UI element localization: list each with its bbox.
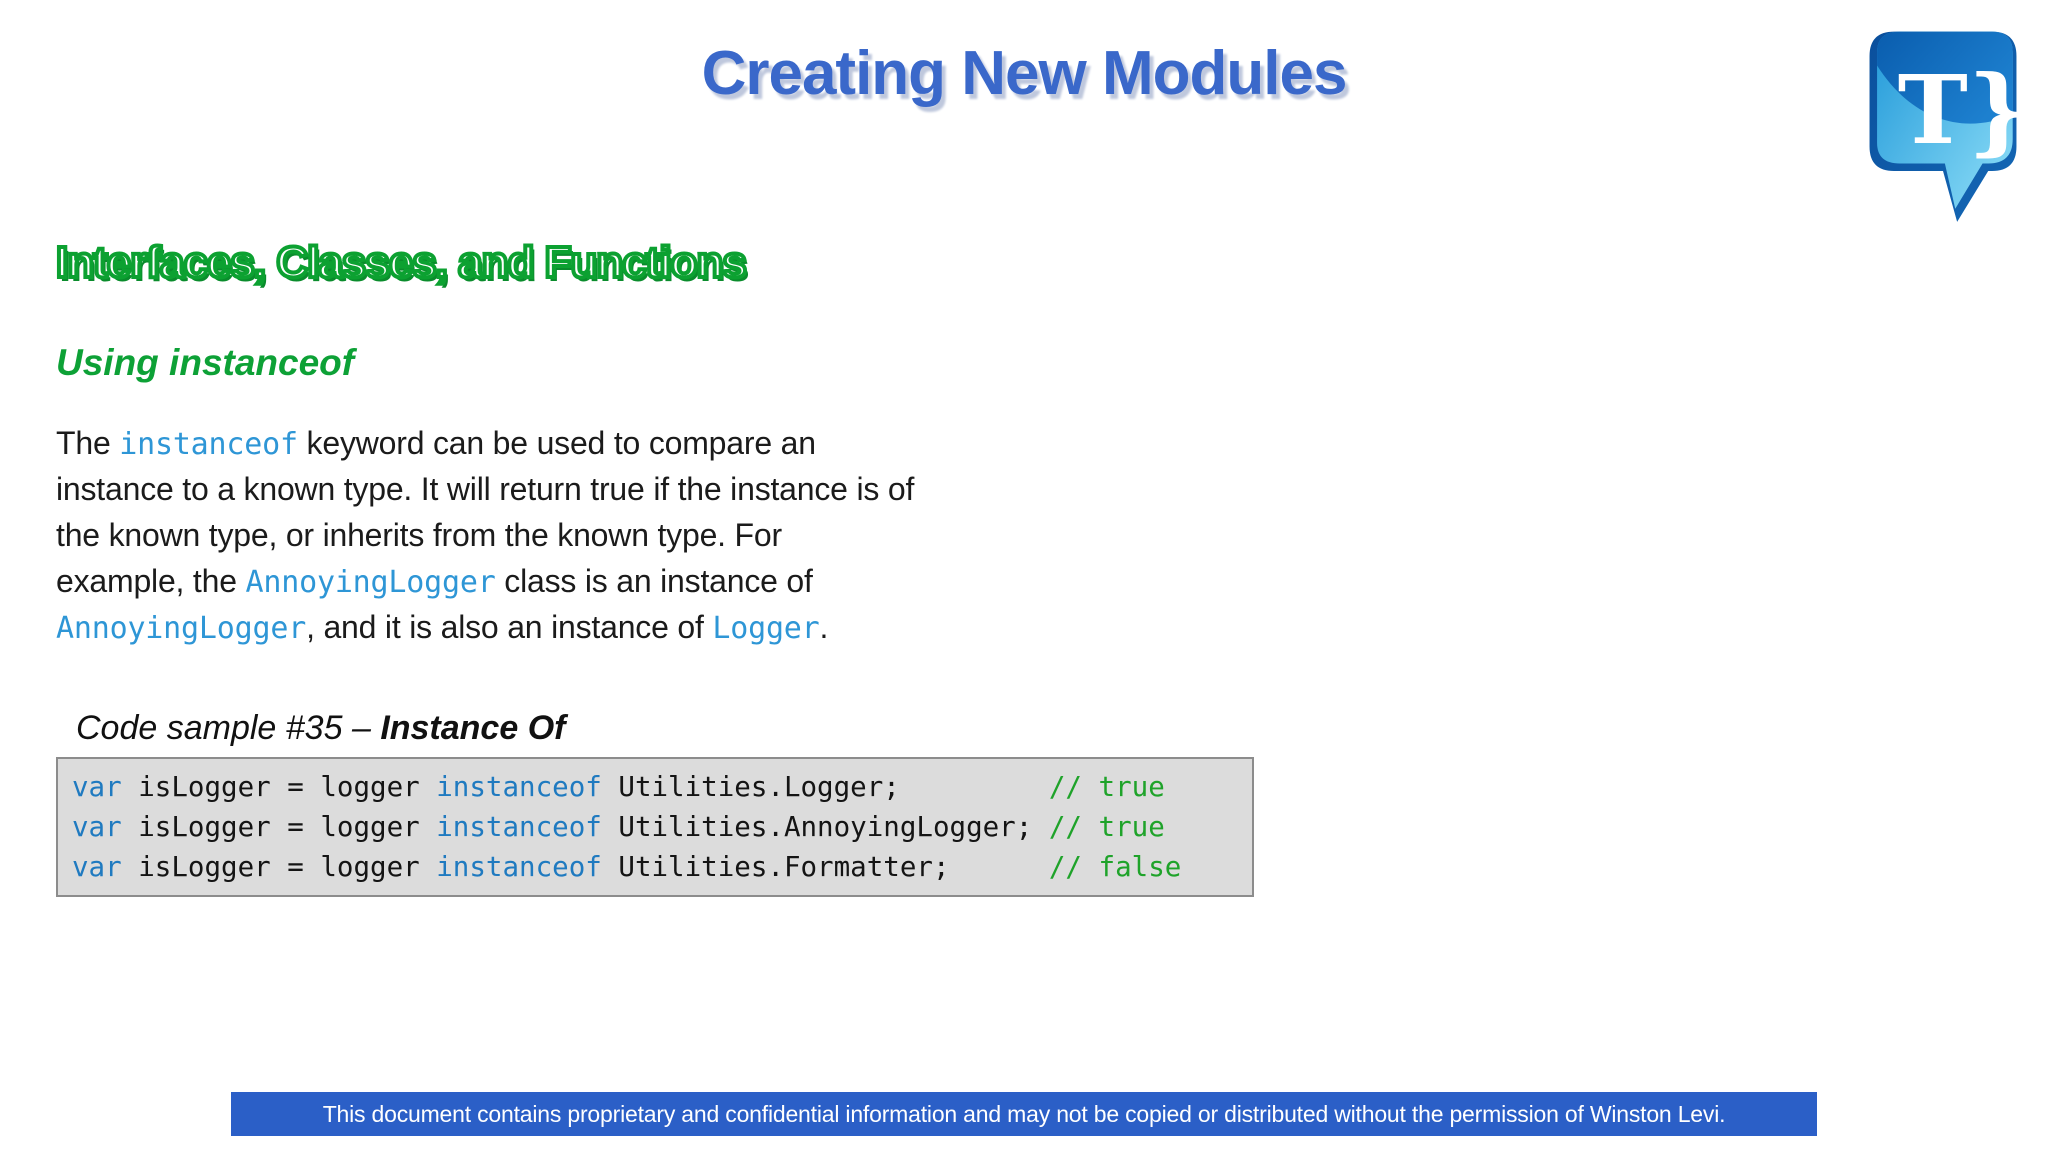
code-sample-caption: Code sample #35 – Instance Of bbox=[76, 706, 565, 750]
text-segment: isLogger = logger bbox=[121, 771, 437, 803]
caption-prefix: Code sample #35 – bbox=[76, 709, 381, 747]
text-segment: , and it is also an instance of bbox=[306, 609, 713, 645]
bubble-top bbox=[1877, 31, 2013, 124]
text-segment: the known type, or inherits from the kno… bbox=[56, 517, 782, 553]
logo-text: T} bbox=[1898, 56, 2024, 166]
keyword-token: var bbox=[72, 811, 122, 843]
paragraph-line: The instanceof keyword can be used to co… bbox=[56, 420, 914, 466]
brand-logo: T} bbox=[1862, 22, 2024, 224]
text-segment: Utilities.Formatter; bbox=[601, 851, 1049, 883]
comment-token: // true bbox=[1048, 771, 1165, 803]
code-line: var isLogger = logger instanceof Utiliti… bbox=[72, 767, 1238, 807]
paragraph-line: the known type, or inherits from the kno… bbox=[56, 512, 914, 558]
text-segment: The bbox=[56, 425, 120, 461]
inline-code: instanceof bbox=[119, 427, 298, 462]
body-paragraph: The instanceof keyword can be used to co… bbox=[56, 420, 914, 650]
code-line: var isLogger = logger instanceof Utiliti… bbox=[72, 847, 1238, 887]
paragraph-line: AnnoyingLogger, and it is also an instan… bbox=[56, 604, 914, 650]
inline-code: AnnoyingLogger bbox=[245, 565, 496, 600]
code-line: var isLogger = logger instanceof Utiliti… bbox=[72, 807, 1238, 847]
caption-title: Instance Of bbox=[380, 709, 566, 747]
keyword-token: instanceof bbox=[436, 811, 602, 843]
confidentiality-banner: This document contains proprietary and c… bbox=[231, 1092, 1817, 1136]
code-block: var isLogger = logger instanceof Utiliti… bbox=[56, 757, 1254, 897]
inline-code: AnnoyingLogger bbox=[56, 611, 307, 646]
sub-heading: Using instanceof bbox=[56, 342, 355, 383]
section-heading: Interfaces, Classes, and Functions bbox=[54, 236, 749, 289]
paragraph-line: instance to a known type. It will return… bbox=[56, 466, 914, 512]
comment-token: // true bbox=[1048, 811, 1165, 843]
keyword-token: instanceof bbox=[436, 851, 602, 883]
text-segment: instance to a known type. It will return… bbox=[56, 471, 915, 507]
inline-code: Logger bbox=[712, 611, 820, 646]
keyword-token: var bbox=[72, 851, 122, 883]
text-segment: Utilities.AnnoyingLogger; bbox=[601, 811, 1049, 843]
text-segment: isLogger = logger bbox=[121, 811, 437, 843]
speech-bubble-icon: T} bbox=[1869, 31, 2024, 222]
text-segment: Utilities.Logger; bbox=[601, 771, 1049, 803]
keyword-token: var bbox=[72, 771, 122, 803]
text-segment: keyword can be used to compare an bbox=[297, 425, 816, 461]
text-segment: . bbox=[819, 609, 829, 645]
keyword-token: instanceof bbox=[436, 771, 602, 803]
page-title: Creating New Modules bbox=[701, 39, 1348, 108]
comment-token: // false bbox=[1048, 851, 1182, 883]
paragraph-line: example, the AnnoyingLogger class is an … bbox=[56, 558, 914, 604]
text-segment: class is an instance of bbox=[495, 563, 813, 599]
text-segment: example, the bbox=[56, 563, 246, 599]
text-segment: isLogger = logger bbox=[121, 851, 437, 883]
